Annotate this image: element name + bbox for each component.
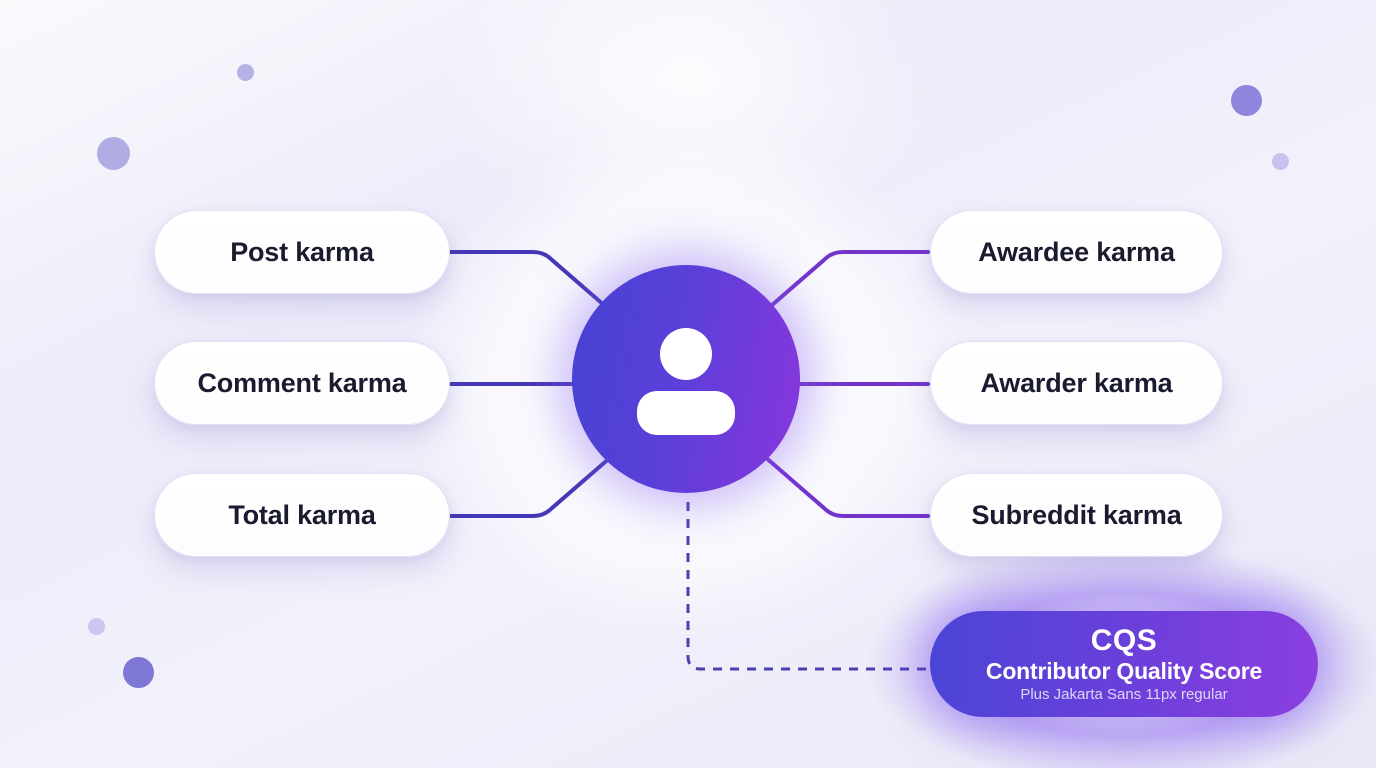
connector-subreddit-karma — [762, 454, 930, 518]
connector-awardee-karma — [762, 250, 930, 314]
node-post-karma: Post karma — [154, 210, 450, 294]
node-label: Post karma — [230, 236, 374, 267]
decor-dot-top-right-small — [1272, 153, 1289, 170]
user-node — [572, 265, 800, 493]
cqs-subtitle: Contributor Quality Score — [985, 657, 1263, 684]
cqs-note: Plus Jakarta Sans 11px regular — [1020, 685, 1228, 703]
decor-dot-top-left-small — [237, 64, 254, 81]
node-awarder-karma: Awarder karma — [930, 341, 1223, 425]
connector-total-karma — [448, 454, 614, 518]
node-label: Awarder karma — [980, 367, 1173, 398]
cqs-title: CQS — [1090, 623, 1158, 657]
node-total-karma: Total karma — [154, 473, 450, 557]
decor-dot-top-right-large — [1231, 85, 1262, 116]
node-label: Comment karma — [197, 367, 407, 398]
person-icon — [637, 328, 735, 435]
decor-dot-bottom-left-small — [88, 618, 105, 635]
node-label: Awardee karma — [978, 236, 1175, 267]
node-label: Subreddit karma — [971, 499, 1182, 530]
decor-dot-bottom-left-large — [123, 657, 154, 688]
decor-dot-top-left-large — [97, 137, 130, 170]
node-comment-karma: Comment karma — [154, 341, 450, 425]
connector-post-karma — [448, 250, 614, 314]
node-cqs: CQS Contributor Quality Score Plus Jakar… — [930, 611, 1318, 717]
connector-cqs-dashed — [686, 502, 930, 671]
node-label: Total karma — [228, 499, 376, 530]
node-awardee-karma: Awardee karma — [930, 210, 1223, 294]
node-subreddit-karma: Subreddit karma — [930, 473, 1223, 557]
